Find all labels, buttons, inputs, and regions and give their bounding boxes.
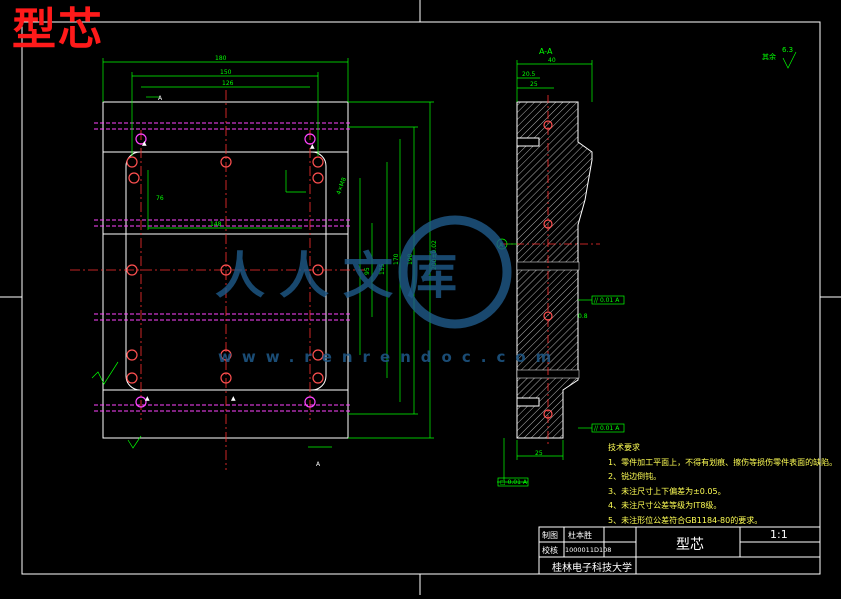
svg-text:0.8: 0.8 (578, 313, 588, 320)
outer-border (21, 21, 821, 575)
section-view: 40 20.5 25 25 // 0.01 A // 0.01 A □ 0.01 A… (496, 57, 625, 487)
svg-text:170: 170 (393, 253, 400, 265)
cooling-channels (94, 122, 352, 412)
svg-text:25: 25 (530, 81, 538, 88)
note-item: 3、未注尺寸上下偏差为±0.05。 (608, 486, 726, 496)
svg-text:▲: ▲ (231, 395, 236, 402)
notes-heading: 技术要求 (608, 443, 640, 452)
svg-text:200±0.02: 200±0.02 (431, 240, 438, 270)
center-lines (70, 90, 365, 470)
note-item: 2、锐边倒钝。 (608, 472, 662, 481)
drawing-title: 型芯 (12, 4, 104, 55)
technical-notes: 技术要求 1、零件加工平面上，不得有划痕、擦伤等损伤零件表面的缺陷。 2、锐边倒… (608, 441, 837, 528)
tb-check-label: 校核 (542, 546, 558, 555)
watermark-url: www.renrendoc.com (218, 348, 562, 366)
svg-text:25: 25 (535, 450, 543, 457)
svg-text:148: 148 (210, 221, 222, 228)
svg-text:40: 40 (548, 57, 556, 64)
svg-text:180: 180 (215, 55, 227, 62)
section-label: A-A (539, 47, 553, 56)
svg-text:20.5: 20.5 (522, 71, 536, 78)
dimensions-section (497, 60, 625, 487)
tb-drawn-label: 制图 (542, 531, 558, 540)
holes (126, 133, 324, 408)
svg-text:126: 126 (222, 80, 234, 87)
surface-value: 6.3 (782, 46, 794, 54)
svg-text:A: A (158, 95, 163, 102)
section-marks: A A ▲ ▲ ▲ ▲ (142, 95, 321, 468)
surface-label: 其余 (762, 53, 776, 61)
svg-text:▲: ▲ (145, 395, 150, 402)
svg-text:95: 95 (364, 267, 371, 275)
svg-text:4×M8: 4×M8 (335, 176, 348, 195)
roughness-symbol (782, 51, 797, 69)
tb-drawn-name: 杜本胜 (568, 531, 592, 540)
svg-text:// 0.01 A: // 0.01 A (594, 297, 620, 304)
watermark-text: 人人文库 (215, 247, 471, 305)
svg-text:150: 150 (220, 69, 232, 76)
note-item: 1、零件加工平面上，不得有划痕、擦伤等损伤零件表面的缺陷。 (608, 457, 838, 467)
roughness-left (91, 361, 142, 449)
dim-text-section: 40 20.5 25 25 // 0.01 A // 0.01 A □ 0.01 A… (500, 57, 620, 486)
tb-student-id: 1000011D108 (565, 546, 612, 554)
svg-text:190: 190 (407, 253, 414, 265)
svg-text:▲: ▲ (310, 143, 315, 150)
svg-text:A: A (316, 461, 321, 468)
svg-text:□ 0.01 A: □ 0.01 A (500, 479, 528, 486)
tb-scale: 1:1 (770, 528, 788, 541)
svg-text:// 0.01 A: // 0.01 A (594, 425, 620, 432)
svg-text:155: 155 (379, 263, 386, 275)
tb-part-name: 型芯 (676, 537, 704, 553)
svg-text:▲: ▲ (142, 140, 147, 147)
title-block-frame (538, 526, 821, 575)
watermark-logo (398, 215, 512, 329)
note-item: 5、未注形位公差符合GB1184-80的要求。 (608, 515, 763, 525)
tb-school: 桂林电子科技大学 (552, 563, 632, 574)
note-item: 4、未注尺寸公差等级为IT8级。 (608, 501, 722, 510)
svg-text:76: 76 (156, 195, 164, 202)
